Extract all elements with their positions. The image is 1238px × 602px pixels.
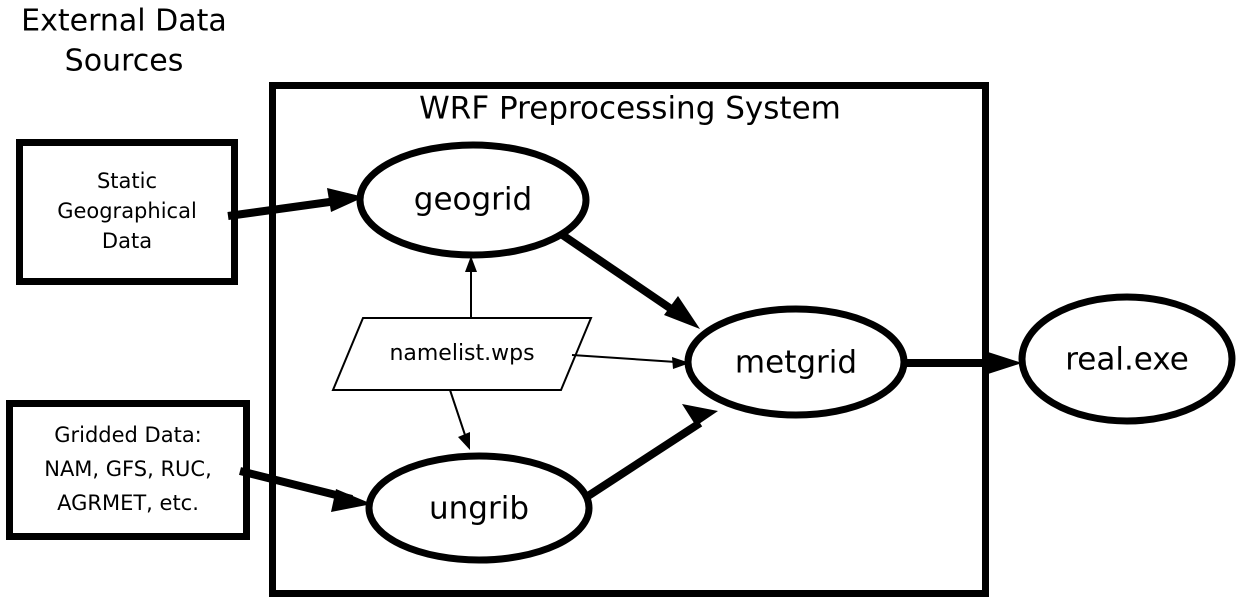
edge-gridded-data-to-ungrib (239, 467, 372, 512)
edge-namelist-wps-to-metgrid (571, 354, 690, 369)
edge-geogrid-to-metgrid (558, 230, 700, 329)
edge-ungrib-to-metgrid (582, 404, 718, 502)
real-exe-node: real.exe (1018, 293, 1236, 425)
ungrib-label: ungrib (429, 491, 529, 527)
edge-namelist-wps-to-geogrid (465, 256, 477, 318)
static-geographical-data-box: Static Geographical Data (16, 139, 238, 285)
gridded-data-line3: AGRMET, etc. (57, 491, 199, 515)
gridded-data-box: Gridded Data: NAM, GFS, RUC, AGRMET, etc… (6, 400, 250, 540)
namelist-wps-document: namelist.wps (331, 317, 593, 391)
metgrid-label: metgrid (735, 345, 857, 381)
geogrid-node: geogrid (356, 141, 590, 259)
static-geographical-data-line1: Static (97, 169, 157, 193)
gridded-data-line2: NAM, GFS, RUC, (44, 457, 212, 481)
ungrib-node: ungrib (365, 452, 593, 564)
geogrid-label: geogrid (414, 182, 532, 218)
namelist-wps-label: namelist.wps (389, 341, 534, 366)
static-geographical-data-line3: Data (102, 229, 152, 253)
external-data-sources-label: External Data Sources (21, 4, 227, 79)
edge-namelist-wps-to-ungrib (449, 389, 470, 450)
gridded-data-line1: Gridded Data: (54, 423, 202, 447)
real-exe-label: real.exe (1065, 342, 1189, 378)
external-label-line1: External Data (21, 4, 227, 39)
edge-metgrid-to-real-exe (903, 352, 1022, 374)
wps-container-title: WRF Preprocessing System (419, 91, 841, 127)
metgrid-node: metgrid (684, 305, 908, 419)
wps-container-box (269, 82, 989, 597)
external-label-line2: Sources (65, 44, 184, 79)
static-geographical-data-line2: Geographical (57, 199, 197, 223)
edge-static-geographical-data-to-geogrid (227, 188, 364, 220)
